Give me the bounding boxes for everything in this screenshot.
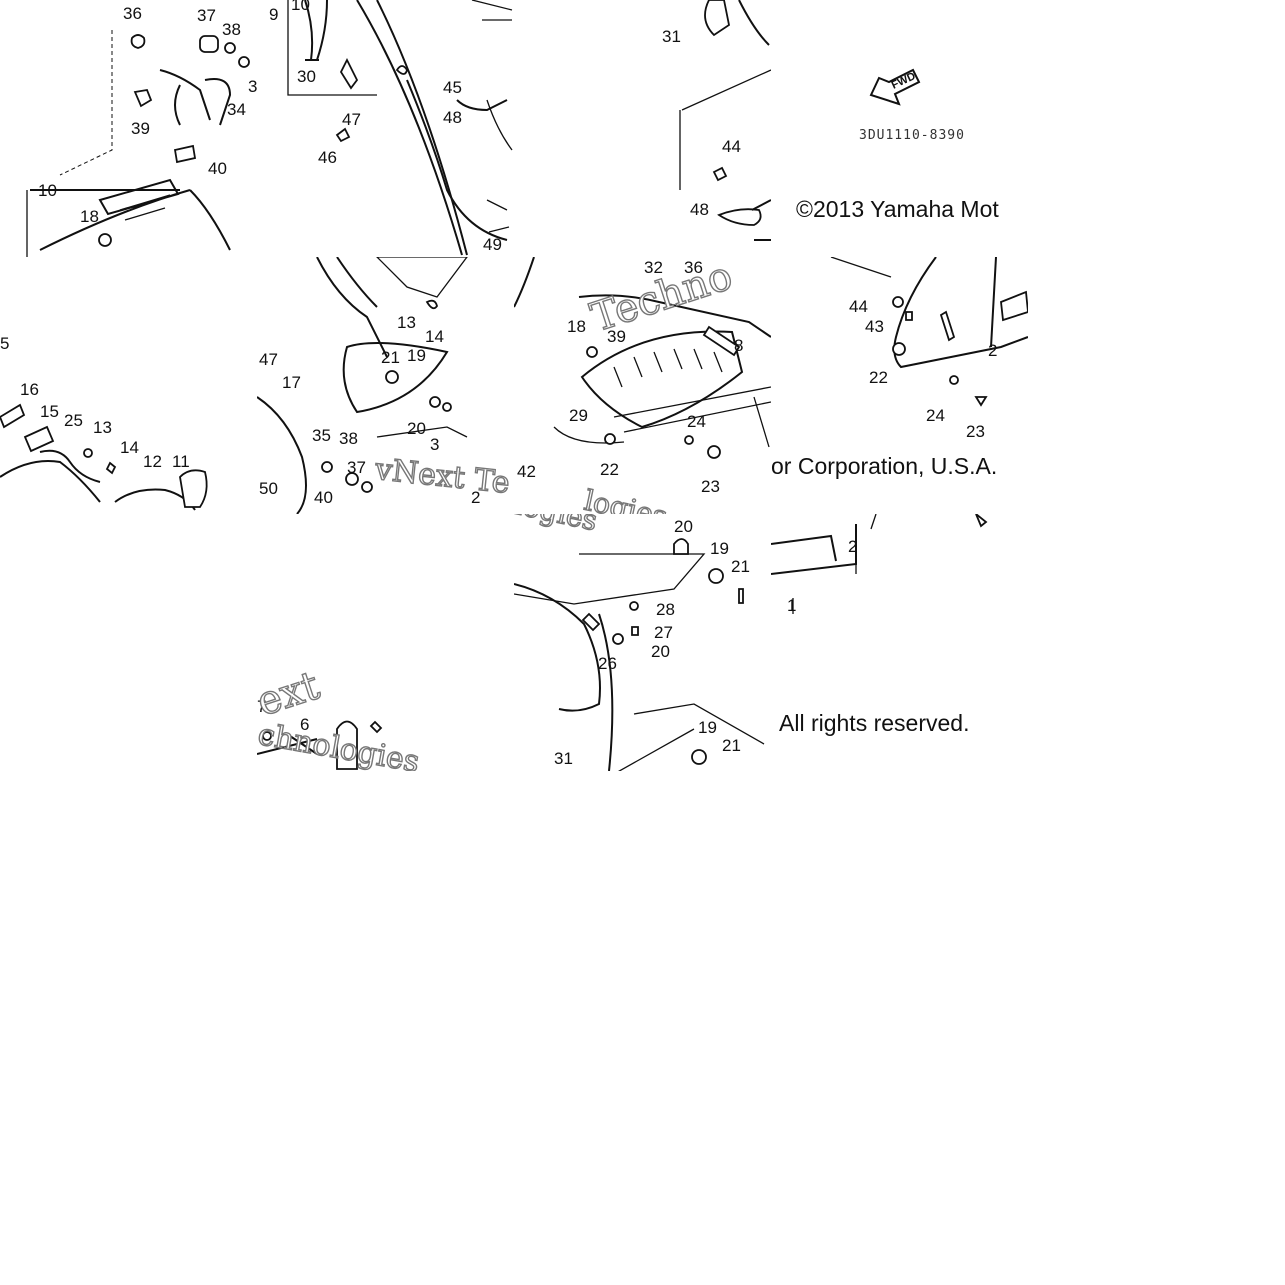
callout: 20 [651, 642, 670, 661]
diagram-tile-cowl-middle: 13 14 21 19 47 17 20 3 35 38 37 40 50 2 … [257, 257, 514, 514]
copyright-line-3: All rights reserved. [779, 710, 970, 736]
lower-fitting-drawing [257, 720, 383, 770]
callout: 21 [731, 557, 750, 576]
callout: 34 [227, 100, 246, 119]
callout: 17 [282, 373, 301, 392]
callout: 42 [517, 462, 536, 481]
callout: 27 [654, 623, 673, 642]
callout: 50 [259, 479, 278, 498]
callout: 19 [698, 718, 717, 737]
callout: 44 [722, 137, 741, 156]
diagram-tile-lower-center: 20 19 21 28 27 20 26 19 21 31 logies [514, 514, 771, 771]
callout: 3 [430, 435, 440, 454]
callout: 13 [93, 418, 112, 437]
callout: 32 [644, 258, 663, 277]
callout: 44 [849, 297, 868, 316]
callout: 31 [554, 749, 573, 768]
callout: 9 [269, 5, 279, 24]
callout: 38 [339, 429, 358, 448]
diagram-tile-cowl-upper: 9 10 30 45 48 47 46 49 [257, 0, 514, 257]
inner-panel-drawing [257, 257, 468, 514]
callout: 11 [172, 452, 190, 471]
callout: 22 [869, 368, 888, 387]
fwd-arrow-icon [869, 68, 921, 106]
callout: 14 [120, 438, 139, 457]
callout: 30 [297, 67, 316, 86]
callout: 24 [687, 412, 706, 431]
number-plate-drawing [514, 257, 771, 459]
callout: 43 [865, 317, 884, 336]
callout: 16 [20, 380, 39, 399]
callout: 20 [674, 517, 693, 536]
callout: 8 [734, 336, 744, 355]
callout: 12 [143, 452, 162, 471]
diagram-tile-side-upper: 31 44 48 [514, 0, 771, 257]
callout: 23 [966, 422, 985, 441]
callout: 7 [257, 697, 267, 716]
callout: 46 [318, 148, 337, 167]
callout: 36 [684, 258, 703, 277]
callout: 35 [312, 426, 331, 445]
diagram-tile-side-cover: 44 43 2 22 24 23 or Corporation, U.S.A. [771, 257, 1028, 514]
callout: 18 [567, 317, 586, 336]
callout: 10 [291, 0, 310, 14]
callout: 2 [471, 488, 481, 507]
callout: 22 [600, 460, 619, 479]
callout: 19 [710, 539, 729, 558]
copyright-line-1: ©2013 Yamaha Mot [796, 196, 999, 222]
callout: 47 [259, 350, 278, 369]
callout: 20 [407, 419, 426, 438]
callout: 5 [0, 334, 10, 353]
callout: 31 [662, 27, 681, 46]
diagram-tile-plate: 32 36 18 39 8 29 24 22 23 42 Techno logi… [514, 257, 771, 514]
callout: 2 [848, 537, 858, 556]
callout: 21 [722, 736, 741, 755]
callout: 18 [80, 207, 99, 226]
callout: 14 [425, 327, 444, 346]
fender-drawing [514, 538, 765, 771]
diagram-tile-duct-left: 5 16 15 25 13 14 12 11 [0, 257, 257, 514]
callout: 15 [40, 402, 59, 421]
callout: 37 [347, 458, 366, 477]
callout: 10 [38, 181, 57, 200]
copyright-line-2: or Corporation, U.S.A. [771, 453, 998, 479]
diagram-code: 3DU1110-8390 [859, 128, 965, 143]
callout: 19 [407, 346, 426, 365]
callout: 37 [197, 6, 216, 25]
callout: 40 [208, 159, 227, 178]
cowl-frame-drawing [287, 0, 513, 256]
callout: 39 [131, 119, 150, 138]
callout: 23 [701, 477, 720, 496]
callout: 6 [300, 715, 310, 734]
callout: 29 [569, 406, 588, 425]
callout: 48 [443, 108, 462, 127]
diagram-tile-header: FWD 3DU1110-8390 ©2013 Yamaha Mot [771, 0, 1028, 257]
side-cover-drawing [830, 257, 1028, 407]
side-cover-lower-drawing [771, 514, 988, 614]
callout: 25 [64, 411, 83, 430]
callout: 21 [381, 348, 400, 367]
callout: 39 [607, 327, 626, 346]
diagram-tile-bracket-upper: 36 37 38 35 34 39 40 10 18 [0, 0, 257, 257]
diagram-tile-lower-right: 2 1 All rights reserved. [771, 514, 1028, 771]
callout: 1 [787, 596, 797, 615]
callout: 49 [483, 235, 502, 254]
callout: 36 [123, 4, 142, 23]
side-panel-drawing [679, 0, 771, 241]
callout: 48 [690, 200, 709, 219]
callout: 2 [988, 341, 998, 360]
callout: 13 [397, 313, 416, 332]
callout: 45 [443, 78, 462, 97]
bracket-assembly-drawing [26, 30, 250, 257]
callout: 28 [656, 600, 675, 619]
callout: 47 [342, 110, 361, 129]
duct-drawing [0, 403, 208, 511]
callout: 40 [314, 488, 333, 507]
callout: 26 [598, 654, 617, 673]
callout: 38 [222, 20, 241, 39]
diagram-tile-lower-left: 7 6 ext chnologies [257, 514, 514, 771]
callout: 24 [926, 406, 945, 425]
callout: 35 [248, 77, 257, 96]
